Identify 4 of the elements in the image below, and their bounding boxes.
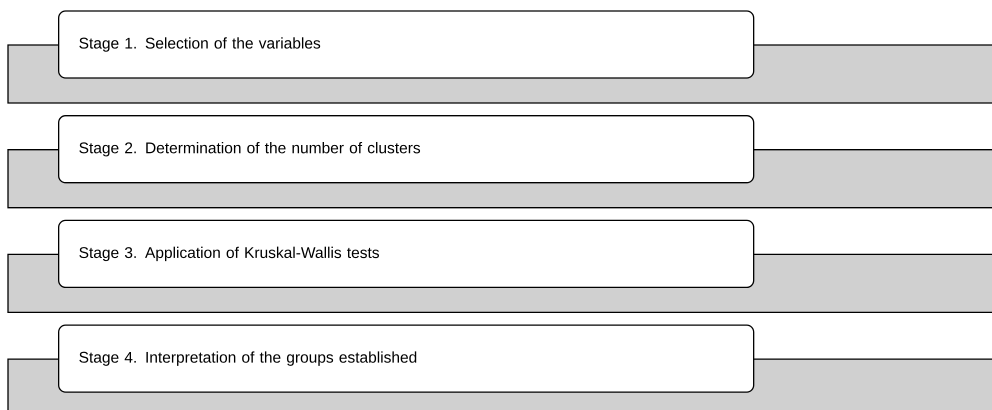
stage-box: Stage 3. Application of Kruskal-Wallis tests: [58, 220, 754, 288]
stage-box: Stage 4. Interpretation of the groups established: [58, 324, 754, 393]
stage-box: Stage 2. Determination of the number of clusters: [58, 115, 754, 184]
stage-box: Stage 1. Selection of the variables: [58, 10, 754, 79]
